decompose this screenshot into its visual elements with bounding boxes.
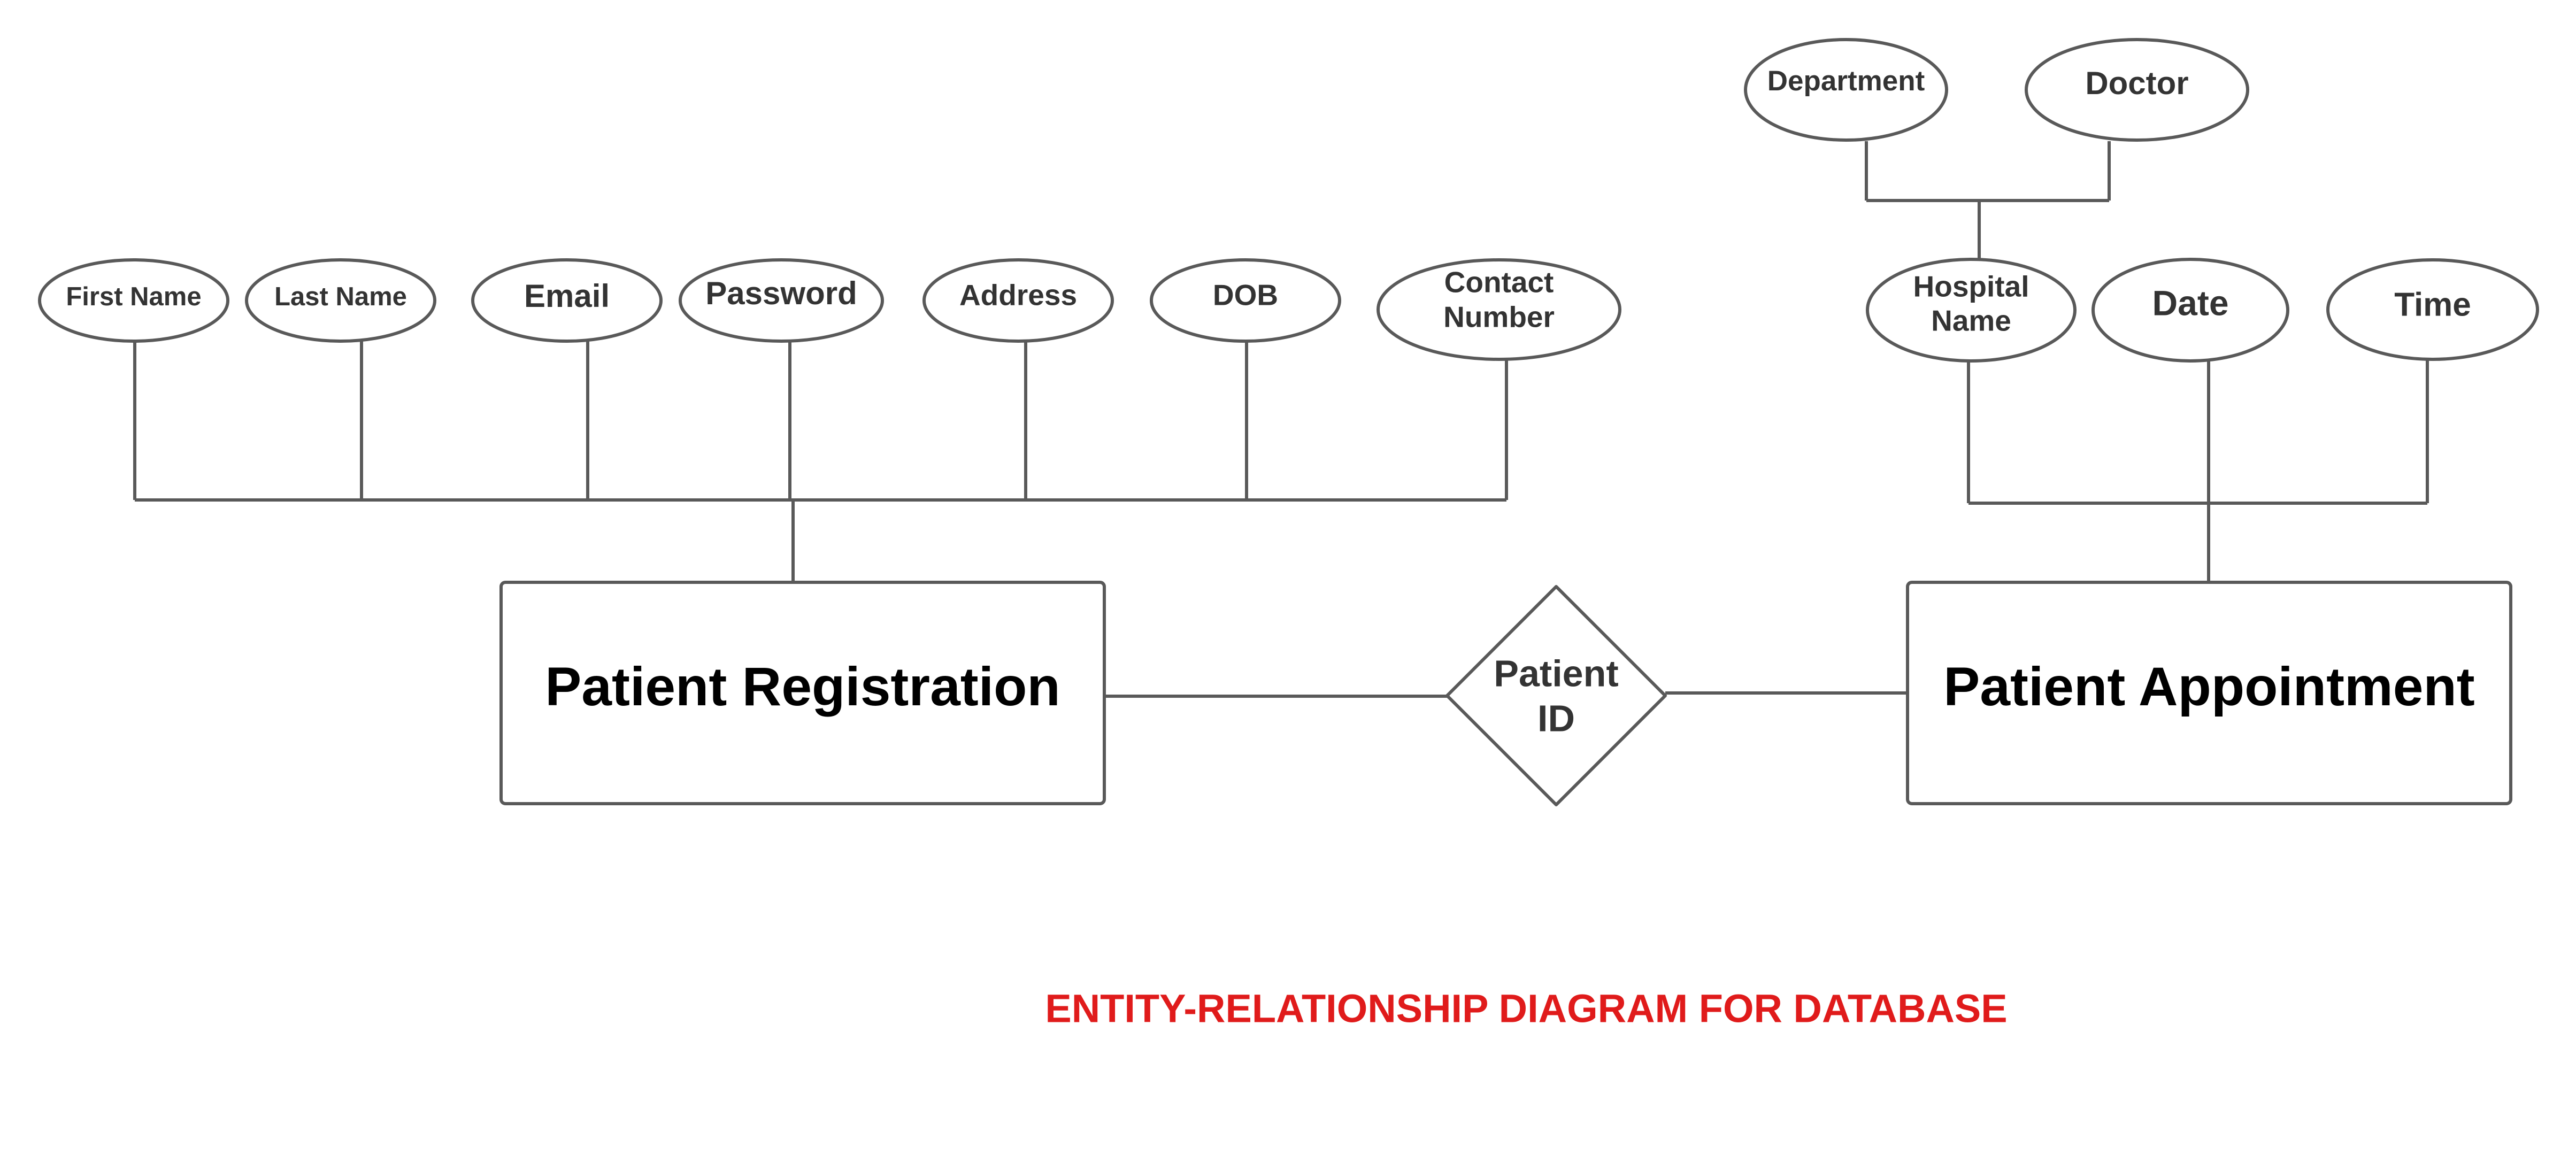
attribute-label: First Name <box>66 282 201 311</box>
attribute-email: Email <box>471 258 663 343</box>
entity-label: Patient Registration <box>545 656 1060 717</box>
attribute-label: Time <box>2394 286 2471 323</box>
relationship-diamond <box>1445 585 1667 806</box>
attribute-label: Password <box>705 275 857 311</box>
diagram-caption: ENTITY-RELATIONSHIP DIAGRAM FOR DATABASE <box>1045 987 2007 1031</box>
entity-patient-appointment: Patient Appointment <box>1906 581 2512 805</box>
relationship-label-line-1: Patient <box>1494 652 1618 694</box>
attribute-label-line-1: Contact <box>1444 266 1554 299</box>
attribute-label: Department <box>1767 65 1925 97</box>
entity-label: Patient Appointment <box>1943 656 2475 717</box>
relationship-label-line-2: ID <box>1537 697 1575 739</box>
attribute-label-line-2: Number <box>1443 301 1555 334</box>
attribute-ellipse <box>1150 258 1341 343</box>
attribute-ellipse <box>1744 38 1948 142</box>
connector-lines <box>133 141 2429 698</box>
attribute-label-line-2: Name <box>1931 304 2011 337</box>
attribute-time: Time <box>2326 258 2539 361</box>
attribute-ellipse <box>1377 258 1621 361</box>
entity-box <box>499 581 1106 805</box>
attribute-label: Address <box>959 279 1077 312</box>
entity-patient-registration: Patient Registration <box>499 581 1106 805</box>
attribute-date: Date <box>2091 258 2289 363</box>
attribute-department: Department <box>1744 38 1948 142</box>
attribute-ellipse <box>2025 38 2249 142</box>
attribute-doctor: Doctor <box>2025 38 2249 142</box>
attribute-password: Password <box>679 258 884 343</box>
attribute-contact-number: Contact Number <box>1377 258 1621 361</box>
attribute-hospital-name: Hospital Name <box>1866 258 2077 363</box>
attribute-label: Email <box>524 278 610 314</box>
attribute-ellipse <box>679 258 884 343</box>
attribute-ellipse <box>38 258 229 343</box>
attribute-last-name: Last Name <box>245 258 436 343</box>
attribute-ellipse <box>471 258 663 343</box>
attribute-label-line-1: Hospital <box>1913 270 2029 303</box>
attribute-label: Date <box>2152 283 2228 322</box>
relationship-patient-id: Patient ID <box>1445 585 1667 806</box>
attribute-address: Address <box>922 258 1114 343</box>
entity-box <box>1906 581 2512 805</box>
attribute-dob: DOB <box>1150 258 1341 343</box>
attribute-ellipse <box>2326 258 2539 361</box>
attribute-label: Last Name <box>274 282 407 311</box>
attribute-label: Doctor <box>2085 65 2188 101</box>
attribute-ellipse <box>1866 258 2077 363</box>
attribute-ellipse <box>245 258 436 343</box>
attribute-label: DOB <box>1213 279 1278 312</box>
attribute-ellipse <box>2091 258 2289 363</box>
attribute-ellipse <box>922 258 1114 343</box>
attribute-first-name: First Name <box>38 258 229 343</box>
